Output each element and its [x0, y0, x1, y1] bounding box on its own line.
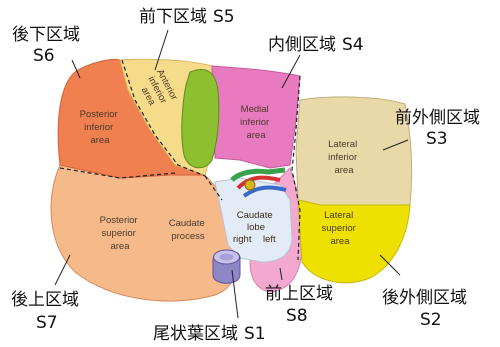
- label-line: Posterior: [100, 215, 138, 226]
- segment-posterior-superior: [51, 165, 237, 301]
- callout-s7-name: 後上区域: [11, 290, 79, 310]
- callout-s4-name: 内側区域: [268, 35, 336, 55]
- callout-s5-code: S5: [213, 7, 235, 27]
- label-line: inferior: [240, 117, 269, 128]
- label-caudate-left: left: [263, 234, 276, 245]
- callout-s1: 尾状葉区域 S1: [153, 324, 266, 344]
- label-line: lobe: [247, 222, 265, 233]
- label-line: area: [110, 241, 130, 252]
- label-caudate-right: right: [233, 234, 252, 245]
- callout-s8-code: S8: [286, 306, 308, 326]
- callout-s6-name: 後下区域: [12, 25, 80, 45]
- callout-s6-code: S6: [33, 46, 55, 66]
- callout-s3-code: S3: [426, 129, 448, 149]
- label-line: Caudate: [237, 210, 273, 221]
- callout-s1-name: 尾状葉区域: [153, 324, 238, 344]
- label-line: area: [330, 236, 350, 247]
- label-line: area: [334, 165, 354, 176]
- callout-s5-name: 前下区域: [139, 7, 207, 27]
- label-line: Medial: [241, 104, 269, 115]
- callout-s4: 内側区域 S4: [268, 35, 364, 55]
- gallbladder: [182, 69, 219, 167]
- label-line: Lateral: [324, 210, 353, 221]
- label-line: superior: [102, 228, 136, 239]
- label-line: inferior: [328, 152, 357, 163]
- label-line: process: [171, 231, 205, 242]
- callout-s3-name: 前外側区域: [395, 108, 480, 128]
- label-line: Caudate: [169, 218, 205, 229]
- label-line: superior: [322, 223, 356, 234]
- label-line: area: [246, 130, 266, 141]
- callout-s2-code: S2: [420, 310, 442, 330]
- label-line: Posterior: [80, 109, 118, 120]
- callout-s7-code: S7: [36, 313, 58, 333]
- callout-s1-code: S1: [244, 324, 266, 344]
- inferior-vena-cava: [213, 250, 240, 283]
- callout-s5: 前下区域 S5: [139, 7, 235, 27]
- label-line: inferior: [84, 122, 113, 133]
- callout-s4-code: S4: [342, 35, 364, 55]
- callout-s8-name: 前上区域: [265, 284, 333, 304]
- label-line: area: [90, 135, 110, 146]
- label-line: Lateral: [328, 139, 357, 150]
- callout-s2-name: 後外側区域: [382, 288, 467, 308]
